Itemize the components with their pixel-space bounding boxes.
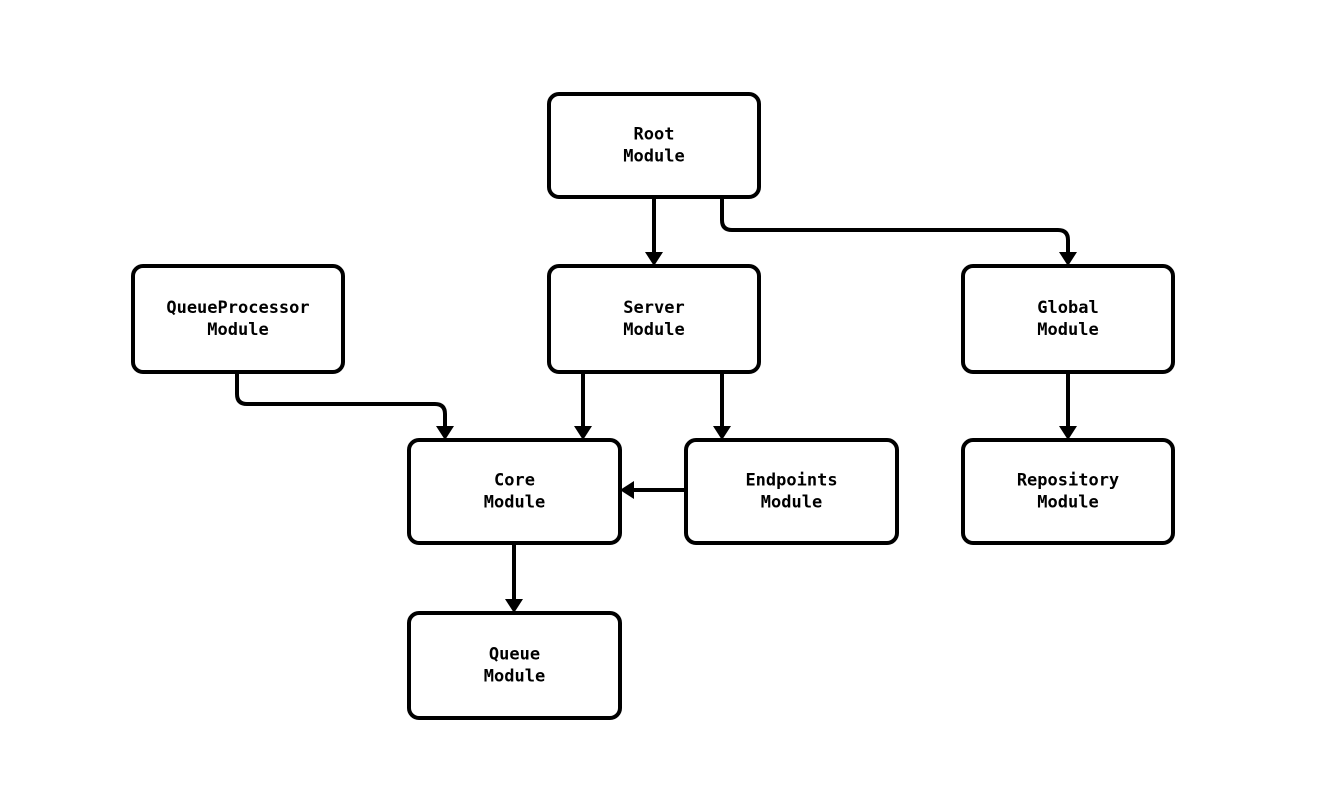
- arrowhead-icon: [505, 599, 523, 613]
- edge-line: [720, 197, 1070, 252]
- edge-root-to-server: [645, 197, 663, 266]
- node-label-primary: Repository: [1017, 471, 1119, 491]
- arrowhead-icon: [436, 426, 454, 440]
- edge-server-to-core: [574, 372, 592, 440]
- node-label-primary: Global: [1037, 298, 1098, 318]
- edge-core-to-queue: [505, 543, 523, 613]
- node-label-secondary: Module: [761, 493, 822, 513]
- node-box[interactable]: [407, 611, 622, 720]
- node-label-primary: Server: [623, 298, 684, 318]
- edge-endpoints-to-core: [620, 481, 686, 499]
- node-box[interactable]: [684, 438, 899, 545]
- arrowhead-icon: [574, 426, 592, 440]
- node-label-secondary: Module: [484, 667, 545, 687]
- edge-global-to-repository: [1059, 372, 1077, 440]
- node-box[interactable]: [547, 92, 761, 199]
- node-box[interactable]: [961, 264, 1175, 374]
- arrowhead-icon: [620, 481, 634, 499]
- node-box[interactable]: [961, 438, 1175, 545]
- arrowhead-icon: [713, 426, 731, 440]
- node-label-primary: QueueProcessor: [166, 298, 309, 318]
- node-label-secondary: Module: [207, 320, 268, 340]
- node-label-secondary: Module: [1037, 320, 1098, 340]
- arrowhead-icon: [645, 252, 663, 266]
- edge-queueprocessor-to-core: [235, 372, 454, 440]
- edge-line: [235, 372, 447, 426]
- node-label-primary: Core: [494, 471, 535, 491]
- node-label-secondary: Module: [484, 493, 545, 513]
- node-box[interactable]: [131, 264, 345, 374]
- edge-server-to-endpoints: [713, 372, 731, 440]
- node-label-primary: Root: [634, 125, 675, 145]
- arrowhead-icon: [1059, 252, 1077, 266]
- arrowhead-icon: [1059, 426, 1077, 440]
- node-label-secondary: Module: [623, 320, 684, 340]
- node-label-primary: Queue: [489, 645, 540, 665]
- node-label-secondary: Module: [623, 147, 684, 167]
- edge-root-to-global: [720, 197, 1077, 266]
- node-label-primary: Endpoints: [745, 471, 837, 491]
- nodes-layer: RootModuleQueueProcessorModuleServerModu…: [131, 92, 1175, 720]
- node-box[interactable]: [407, 438, 622, 545]
- node-box[interactable]: [547, 264, 761, 374]
- node-label-secondary: Module: [1037, 493, 1098, 513]
- edges-layer: [235, 197, 1077, 613]
